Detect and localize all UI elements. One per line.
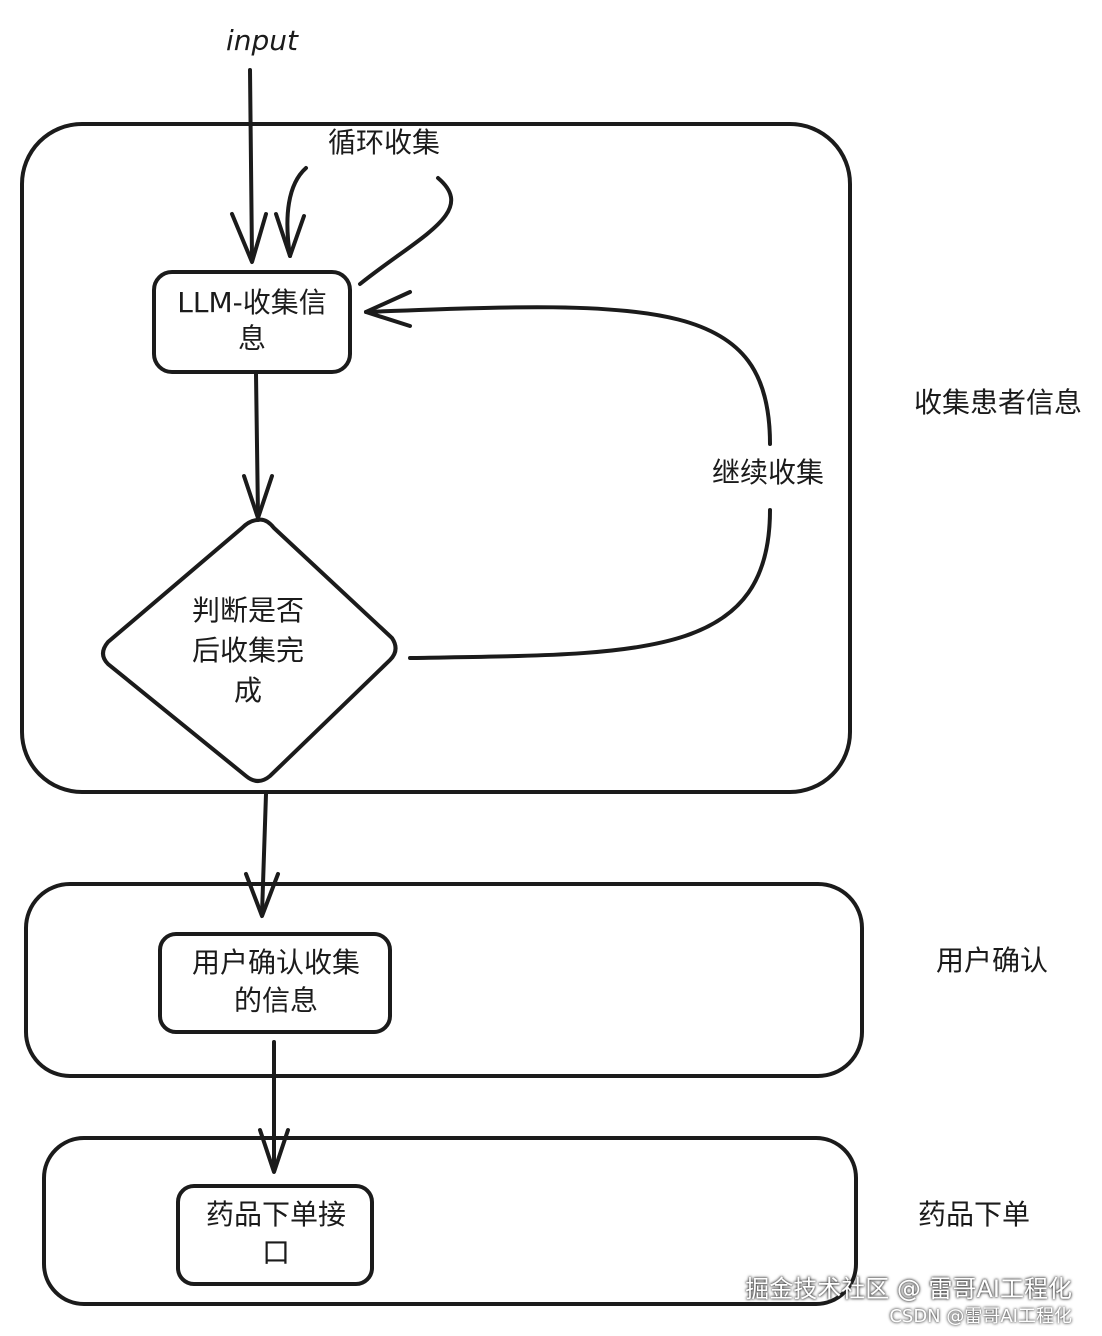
- decision-label-line1: 判断是否: [192, 594, 304, 627]
- self-loop-arrow-head: [274, 212, 306, 258]
- continue-loop-arrow-lower: [408, 508, 772, 660]
- collect-to-confirm-arrow-head: [244, 872, 280, 918]
- self-loop-arrow: [285, 166, 454, 286]
- decision-label-line3: 成: [234, 674, 262, 707]
- continue-label: 继续收集: [712, 456, 824, 489]
- stage-order-container: [42, 1136, 858, 1306]
- stage-confirm-container: [24, 882, 864, 1078]
- user-confirm-label-line2: 的信息: [234, 984, 318, 1017]
- llm-collect-label-line1: LLM-收集信: [177, 286, 326, 319]
- confirm-to-order-arrow-head: [258, 1128, 290, 1174]
- user-confirm-label-line1: 用户确认收集: [192, 946, 360, 979]
- stage-label-order: 药品下单: [918, 1198, 1030, 1231]
- user-confirm-node: [158, 932, 392, 1034]
- decision-node: [101, 517, 398, 783]
- order-api-label-line1: 药品下单接: [206, 1198, 346, 1231]
- order-api-node: [176, 1184, 374, 1286]
- llm-collect-label-line2: 息: [238, 322, 266, 355]
- input-label: input: [226, 24, 299, 57]
- input-arrow: [248, 68, 254, 260]
- stage-collect-container: [20, 122, 852, 794]
- loop-label: 循环收集: [328, 126, 440, 159]
- continue-loop-arrow-upper: [364, 305, 772, 446]
- order-api-label-line2: 口: [262, 1236, 290, 1269]
- stage-label-collect: 收集患者信息: [914, 386, 1082, 419]
- llm-to-decision-arrow: [254, 372, 260, 518]
- llm-collect-node: [152, 270, 352, 374]
- collect-to-confirm-arrow: [260, 792, 268, 916]
- decision-label-line2: 后收集完: [192, 634, 304, 667]
- watermark-line-2: CSDN @雷哥AI工程化: [889, 1306, 1072, 1327]
- input-arrow-head: [230, 212, 268, 264]
- stage-label-confirm: 用户确认: [936, 944, 1048, 977]
- watermark-line-1: 掘金技术社区 @ 雷哥AI工程化: [745, 1275, 1072, 1303]
- continue-loop-arrow-head: [364, 290, 412, 328]
